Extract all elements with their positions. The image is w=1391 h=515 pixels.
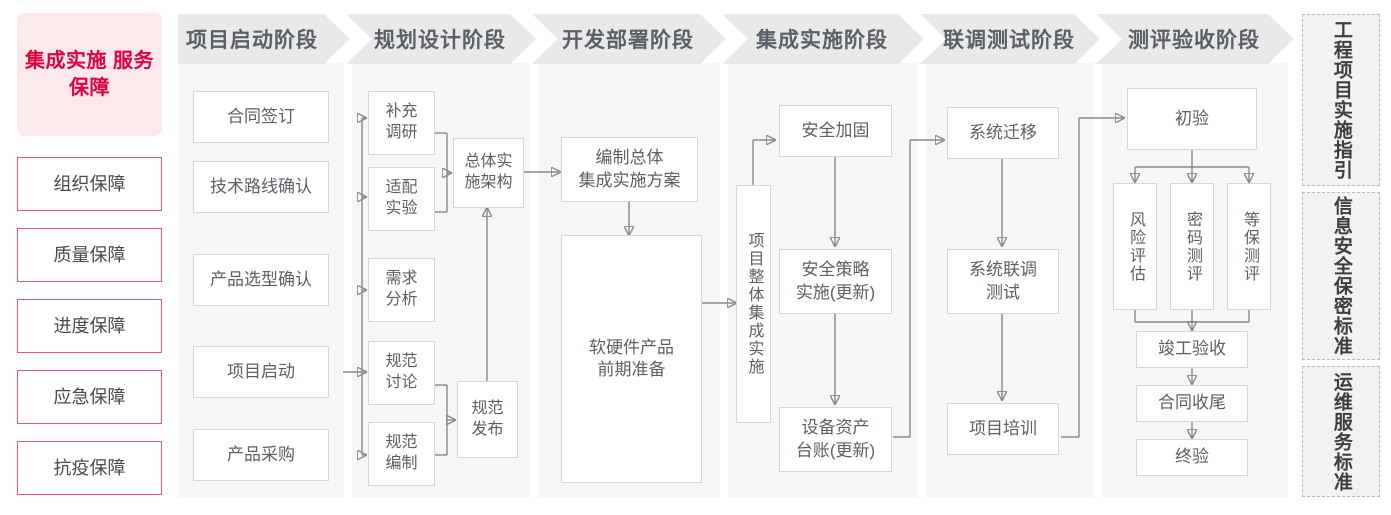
node-risk-assessment[interactable]: 风险评估: [1113, 183, 1157, 310]
node-project-training[interactable]: 项目培训: [947, 403, 1059, 455]
node-crypto-evaluation[interactable]: 密码测评: [1170, 183, 1214, 310]
phase-header-deploy[interactable]: 开发部署阶段: [532, 14, 726, 64]
node-tech-route-confirm[interactable]: 技术路线确认: [193, 161, 329, 213]
node-completion-acceptance[interactable]: 竣工验收: [1136, 331, 1248, 368]
node-contract-signing[interactable]: 合同签订: [193, 91, 329, 143]
phase-header-acceptance[interactable]: 测评验收阶段: [1096, 14, 1294, 64]
rail-item-epidemic[interactable]: 抗疫保障: [17, 441, 162, 495]
node-spec-discussion[interactable]: 规范 讨论: [368, 341, 435, 405]
node-contract-closure[interactable]: 合同收尾: [1136, 385, 1248, 422]
standard-security-confidentiality[interactable]: 信息安全保密标准: [1302, 192, 1380, 360]
rail-item-emergency[interactable]: 应急保障: [17, 370, 162, 424]
standard-engineering-guide[interactable]: 工程项目实施指引: [1302, 14, 1380, 186]
standard-security-confidentiality-label: 信息安全保密标准: [1330, 196, 1352, 356]
node-security-policy-implementation[interactable]: 安全策略 实施(更新): [779, 249, 892, 314]
node-product-procurement[interactable]: 产品采购: [193, 429, 329, 481]
node-adaptation-experiment[interactable]: 适配 实验: [368, 167, 435, 231]
node-hardware-software-preparation[interactable]: 软硬件产品 前期准备: [561, 235, 702, 483]
node-system-joint-debug-test[interactable]: 系统联调 测试: [947, 249, 1059, 314]
node-requirement-analysis[interactable]: 需求 分析: [368, 258, 435, 322]
rail-item-organization[interactable]: 组织保障: [17, 157, 162, 211]
node-compile-overall-integration-plan[interactable]: 编制总体 集成实施方案: [561, 137, 698, 202]
standard-engineering-guide-label: 工程项目实施指引: [1330, 20, 1352, 180]
phase-header-integrate[interactable]: 集成实施阶段: [722, 14, 924, 64]
node-overall-project-integration[interactable]: 项目整体集成实施: [736, 185, 771, 423]
standard-ops-service-label: 运维服务标准: [1330, 371, 1352, 492]
node-first-acceptance[interactable]: 初验: [1127, 88, 1257, 150]
node-mlps-evaluation[interactable]: 等保测评: [1227, 183, 1271, 310]
node-project-kickoff[interactable]: 项目启动: [193, 346, 329, 398]
node-spec-drafting[interactable]: 规范 编制: [368, 422, 435, 486]
phase-header-startup[interactable]: 项目启动阶段: [178, 14, 350, 64]
rail-item-quality[interactable]: 质量保障: [17, 228, 162, 282]
phase-header-joint-test[interactable]: 联调测试阶段: [920, 14, 1100, 64]
node-security-hardening[interactable]: 安全加固: [779, 105, 892, 157]
node-overall-implementation-architecture[interactable]: 总体实 施架构: [453, 138, 524, 208]
phase-header-planning[interactable]: 规划设计阶段: [346, 14, 536, 64]
node-spec-release[interactable]: 规范 发布: [457, 381, 518, 458]
node-system-migration[interactable]: 系统迁移: [947, 107, 1059, 159]
node-supplementary-survey[interactable]: 补充 调研: [368, 91, 435, 155]
standard-ops-service[interactable]: 运维服务标准: [1302, 366, 1380, 497]
rail-item-schedule[interactable]: 进度保障: [17, 299, 162, 353]
node-product-selection-confirm[interactable]: 产品选型确认: [193, 254, 329, 306]
node-final-acceptance[interactable]: 终验: [1136, 439, 1248, 476]
node-equipment-asset-ledger[interactable]: 设备资产 台账(更新): [779, 407, 892, 472]
left-rail-title: 集成实施 服务保障: [17, 13, 162, 136]
